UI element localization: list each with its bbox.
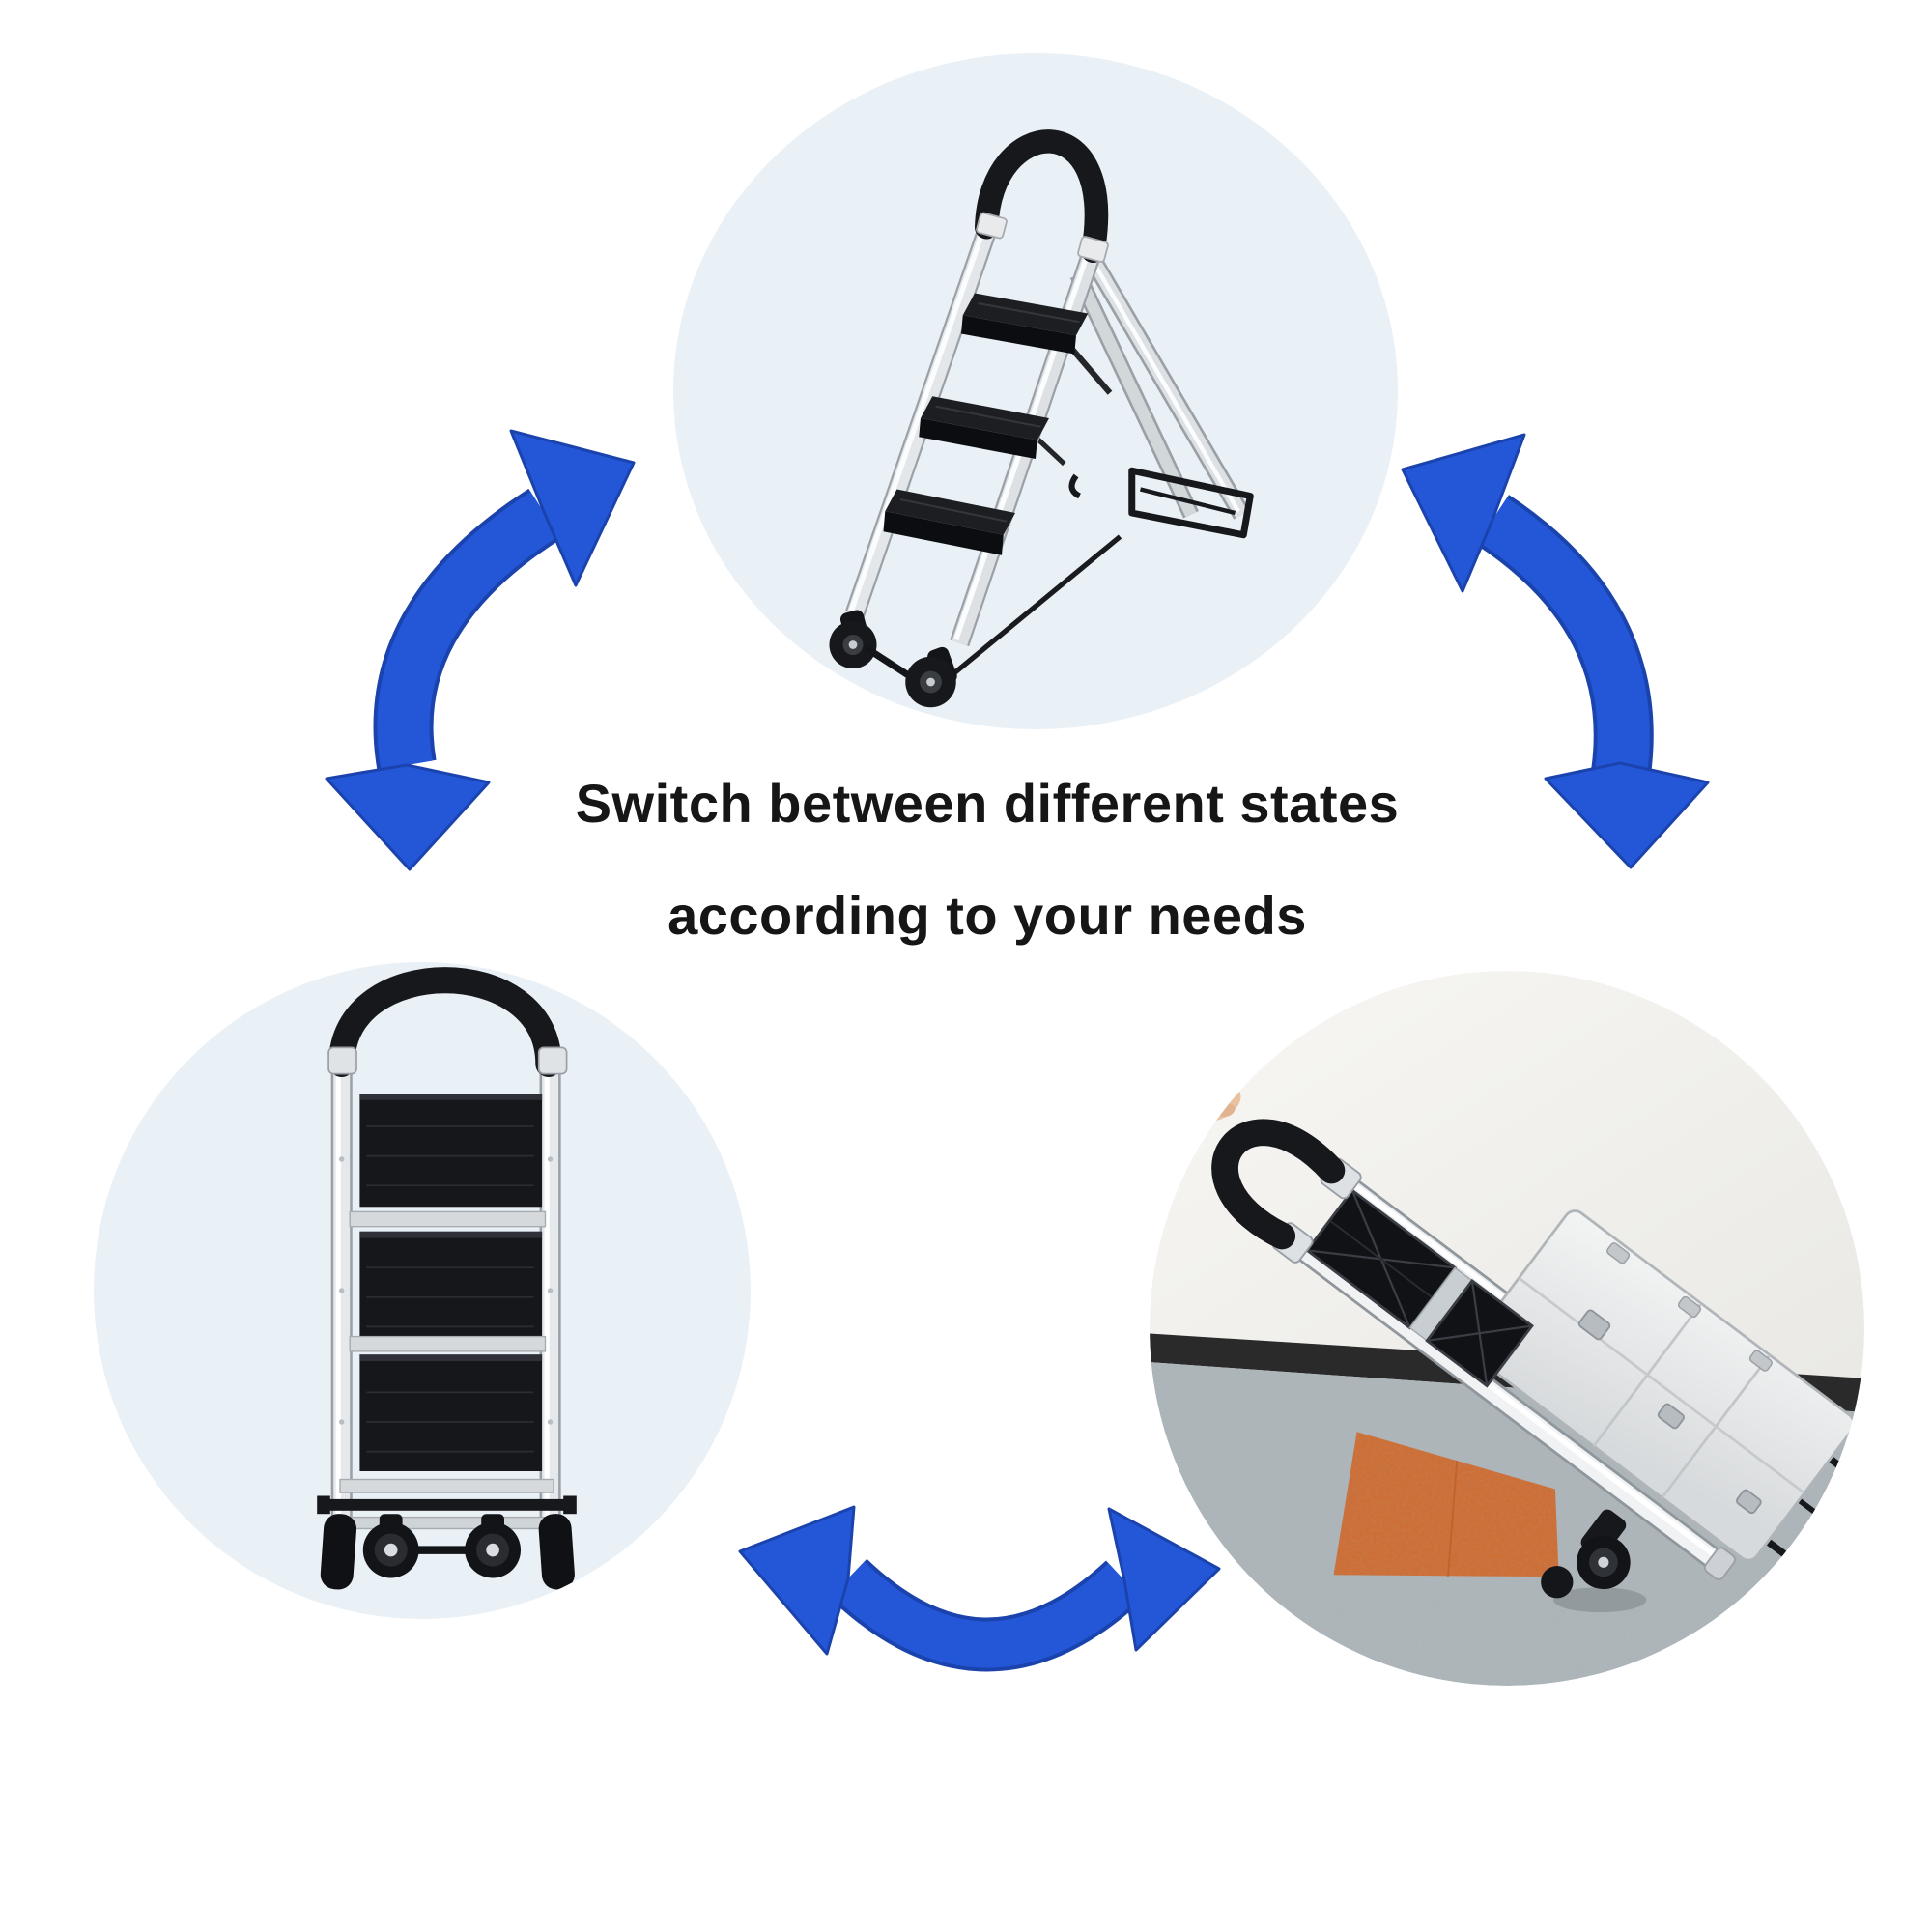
folded-state-circle — [94, 962, 751, 1619]
folded-step-panels — [349, 1094, 547, 1471]
aluminum-case — [1467, 1209, 1856, 1562]
ladder-steps — [883, 293, 1089, 555]
tilted-hand-truck — [1211, 1119, 1864, 1580]
folded-rack — [1068, 467, 1254, 539]
vertical-rails — [330, 1057, 561, 1524]
arrowhead-up-right — [509, 429, 636, 587]
arrowhead-down — [1544, 761, 1710, 869]
caption-line-2: according to your needs — [668, 885, 1307, 946]
foam-handle — [1211, 1119, 1346, 1250]
rack-hook — [1068, 473, 1082, 499]
caster-wheels — [829, 610, 957, 708]
caption-line-1: Switch between different states — [575, 773, 1400, 834]
arrowhead-up-left — [1401, 433, 1526, 593]
folded-axle-bars — [317, 1478, 577, 1530]
ladder-rear-legs — [1069, 249, 1250, 520]
ladder-state-circle — [673, 53, 1398, 729]
foam-handle — [328, 967, 562, 1077]
mesh-steps — [1305, 1188, 1534, 1388]
arrow-top-right — [1401, 433, 1710, 869]
folded-hand-truck-illustration — [317, 967, 577, 1590]
rubber-feet — [320, 1514, 575, 1590]
foam-handle — [975, 129, 1109, 263]
wheel — [1541, 1509, 1647, 1613]
handle-collars — [327, 1046, 568, 1075]
caption: Switch between different states accordin… — [369, 748, 1605, 972]
step-ladder-illustration — [829, 129, 1254, 708]
handle-collars — [976, 212, 1109, 263]
wheels — [362, 1514, 521, 1578]
arrowhead-down — [325, 763, 491, 871]
arrow-bottom — [738, 1505, 1221, 1672]
arrowhead-right — [1107, 1507, 1221, 1652]
arrow-top-left — [325, 429, 636, 871]
arrowhead-left — [738, 1505, 856, 1656]
orange-mat — [1333, 1432, 1559, 1577]
